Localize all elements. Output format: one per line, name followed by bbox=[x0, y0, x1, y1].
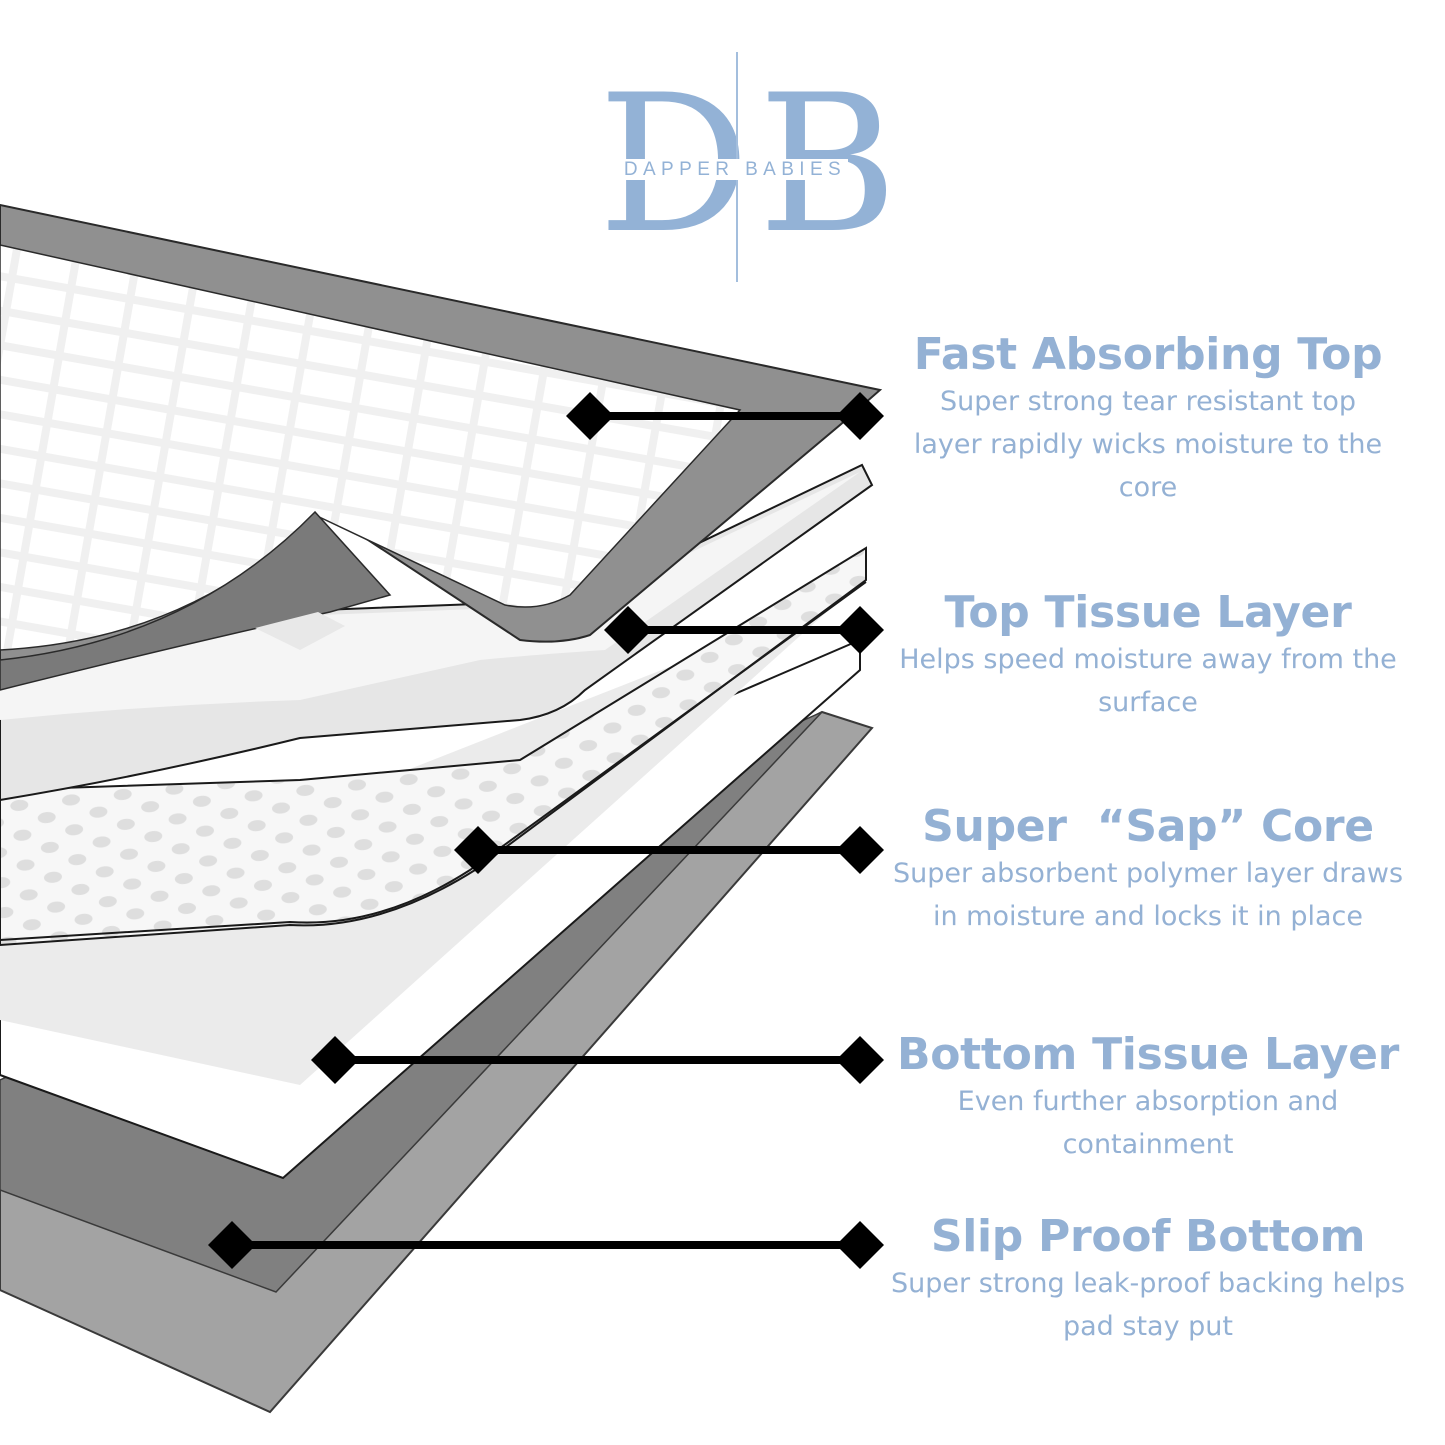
label-bottom-tissue-layer: Bottom Tissue Layer Even further absorpt… bbox=[880, 1030, 1416, 1166]
layer-title: Bottom Tissue Layer bbox=[896, 1029, 1400, 1080]
label-sap-core: Super “Sap” Core Super absorbent polymer… bbox=[880, 802, 1416, 938]
label-top-tissue-layer: Top Tissue Layer Helps speed moisture aw… bbox=[880, 588, 1416, 724]
sap-core-edge bbox=[0, 581, 867, 941]
pointer-top-tissue-layer bbox=[604, 606, 884, 654]
layer-description: Super absorbent polymer layer draws in m… bbox=[892, 858, 1404, 932]
dapper-babies-logo: D B DAPPER BABIES bbox=[590, 52, 898, 284]
pointer-slip-proof-bottom bbox=[208, 1221, 884, 1269]
pointer-fast-absorbing-top bbox=[566, 392, 884, 440]
layer-title: Super “Sap” Core bbox=[922, 801, 1374, 852]
label-slip-proof-bottom: Slip Proof Bottom Super strong leak-proo… bbox=[880, 1212, 1416, 1348]
layer-description: Helps speed moisture away from the surfa… bbox=[899, 644, 1397, 718]
layer-description: Super strong leak-proof backing helps pa… bbox=[891, 1268, 1405, 1342]
logo-wordmark: DAPPER BABIES bbox=[621, 159, 849, 180]
layer-title: Top Tissue Layer bbox=[944, 587, 1352, 638]
label-fast-absorbing-top: Fast Absorbing Top Super strong tear res… bbox=[880, 330, 1416, 509]
layer-description: Even further absorption and containment bbox=[957, 1086, 1339, 1160]
top-tissue-highlight bbox=[0, 472, 860, 720]
top-sheet-fold-light bbox=[255, 612, 345, 650]
layer-title: Slip Proof Bottom bbox=[930, 1211, 1366, 1262]
logo-wordmark-wrap: DAPPER BABIES bbox=[590, 159, 880, 181]
top-sheet-fold bbox=[0, 510, 392, 691]
sap-core-sheet bbox=[0, 546, 867, 947]
layer-title: Fast Absorbing Top bbox=[913, 329, 1383, 380]
pointer-bottom-tissue-layer bbox=[311, 1036, 884, 1084]
pointer-sap-core bbox=[454, 826, 884, 874]
layer-description: Super strong tear resistant top layer ra… bbox=[913, 386, 1383, 503]
